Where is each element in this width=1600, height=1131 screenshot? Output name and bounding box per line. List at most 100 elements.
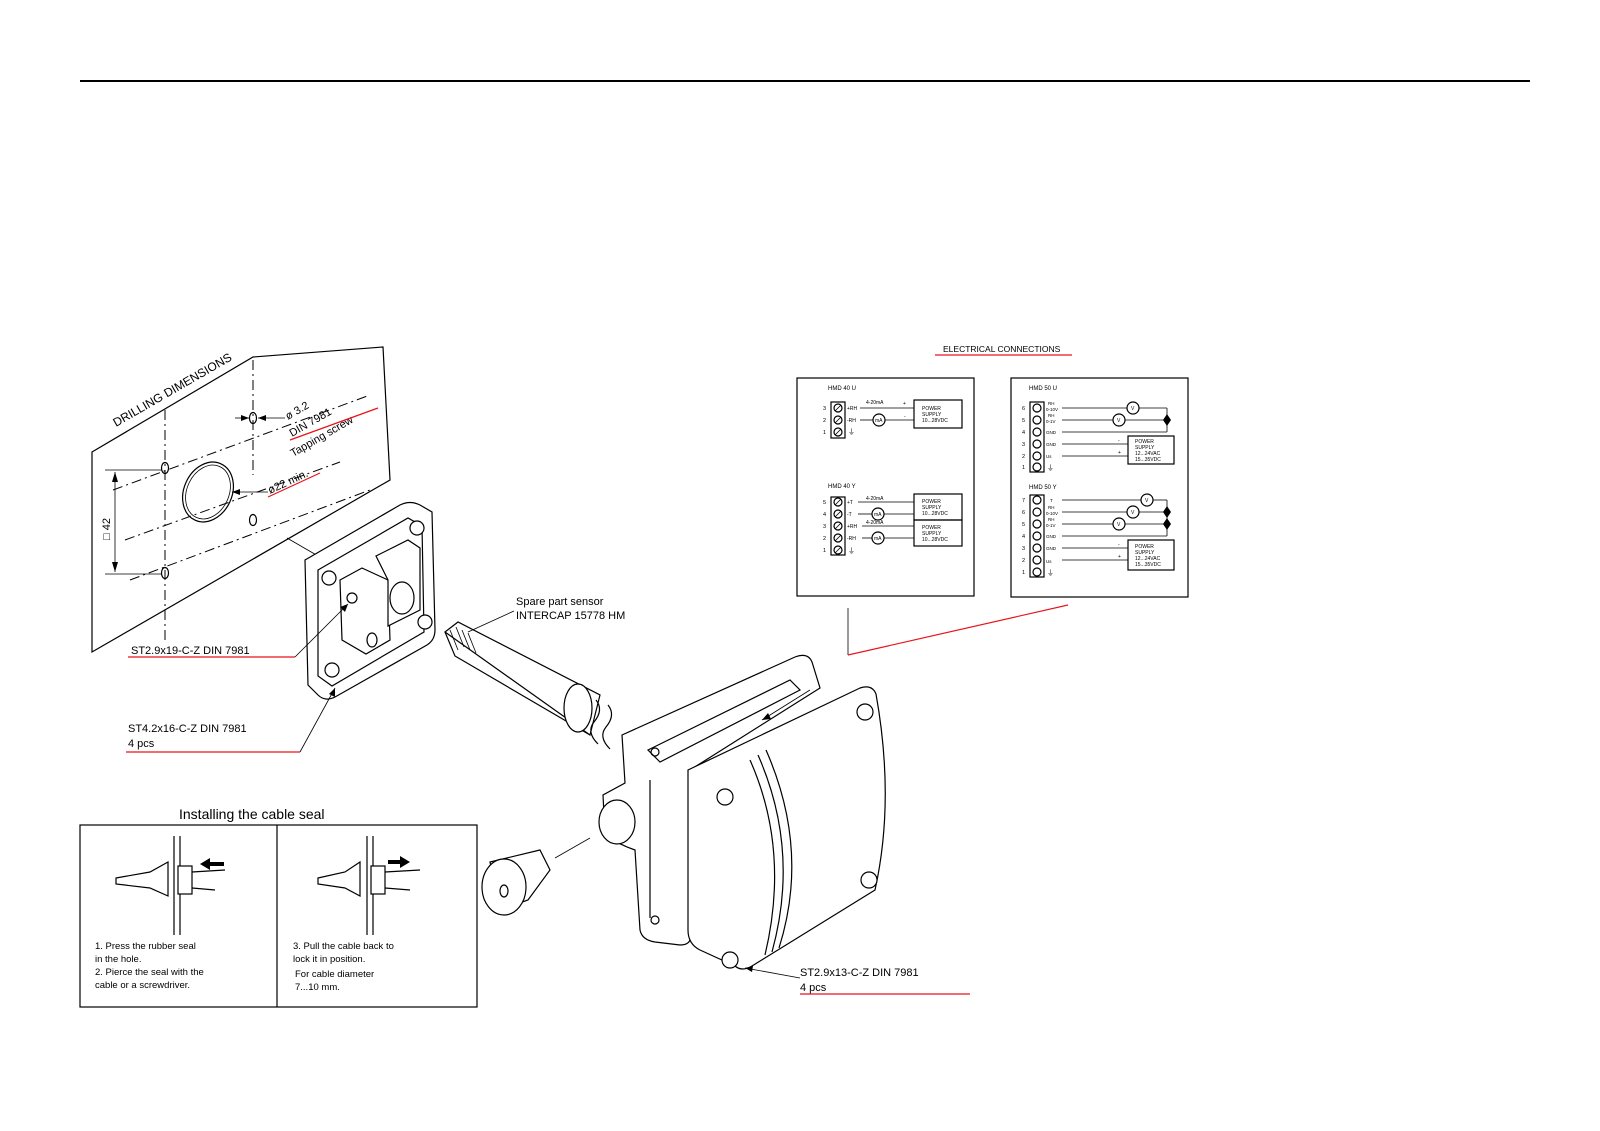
svg-text:HMD 50 Y: HMD 50 Y	[1029, 485, 1057, 491]
earth-icon: ⏚	[848, 428, 855, 436]
screw-mount-quantity: 4 pcs	[128, 738, 155, 750]
svg-text:HMD 40 Y: HMD 40 Y	[828, 484, 856, 490]
svg-text:POWER: POWER	[1135, 439, 1154, 445]
large-diameter-label: ø22 min.	[266, 468, 310, 497]
small-hole-icon	[160, 461, 170, 475]
svg-text:1. Press the rubber seal: 1. Press the rubber seal	[95, 941, 196, 952]
svg-text:0-10V: 0-10V	[1046, 511, 1058, 516]
screw-lid-label: ST2.9x13-C-Z DIN 7981	[800, 967, 919, 979]
svg-text:V: V	[1117, 418, 1121, 424]
svg-text:SUPPLY: SUPPLY	[922, 412, 942, 418]
svg-text:V: V	[1131, 510, 1135, 516]
earth-icon: ⏚	[1047, 569, 1054, 577]
screw-head-icon	[716, 788, 734, 806]
svg-text:4: 4	[1022, 430, 1025, 436]
screw-lid-quantity: 4 pcs	[800, 982, 827, 994]
svg-text:RH: RH	[1048, 505, 1055, 510]
svg-text:1: 1	[1022, 570, 1025, 576]
hmd50-wiring-panel	[1010, 377, 1189, 598]
svg-text:GND: GND	[1046, 546, 1057, 551]
mounting-plate	[286, 501, 436, 700]
arrow-right-icon	[388, 856, 410, 868]
cable-seal-instructions: Installing the cable seal 1. Press the r…	[79, 806, 478, 1008]
svg-text:0-10V: 0-10V	[1046, 407, 1058, 412]
mounting-screw-labels: ST2.9x19-C-Z DIN 7981 ST4.2x16-C-Z DIN 7…	[126, 603, 349, 753]
svg-text:+T: +T	[847, 500, 853, 506]
svg-text:10...28VDC: 10...28VDC	[922, 418, 948, 424]
svg-text:SUPPLY: SUPPLY	[1135, 550, 1155, 556]
svg-text:Us: Us	[1046, 559, 1052, 564]
svg-text:4: 4	[1022, 534, 1025, 540]
svg-text:V: V	[1145, 498, 1149, 504]
svg-text:RH: RH	[1048, 517, 1055, 522]
svg-text:+RH: +RH	[847, 524, 858, 530]
svg-text:For cable diameter: For cable diameter	[295, 969, 374, 980]
svg-text:SUPPLY: SUPPLY	[922, 531, 942, 537]
hmd40-wiring-panel	[796, 377, 975, 597]
svg-text:5: 5	[1022, 418, 1025, 424]
svg-text:4-20mA: 4-20mA	[866, 520, 884, 526]
screw-head-icon	[409, 520, 425, 536]
svg-text:HMD 50 U: HMD 50 U	[1029, 386, 1057, 392]
svg-text:POWER: POWER	[1135, 544, 1154, 550]
svg-text:SUPPLY: SUPPLY	[1135, 445, 1155, 451]
spare-part-label-2: INTERCAP 15778 HM	[516, 610, 625, 622]
screw-small-label: ST2.9x19-C-Z DIN 7981	[131, 645, 250, 657]
small-hole-icon	[248, 513, 258, 527]
screw-head-icon	[321, 570, 337, 586]
svg-text:3: 3	[1022, 442, 1025, 448]
svg-text:Us: Us	[1046, 454, 1052, 459]
svg-text:mA: mA	[874, 536, 882, 542]
svg-text:10...28VDC: 10...28VDC	[922, 511, 948, 517]
screw-mount-label: ST4.2x16-C-Z DIN 7981	[128, 723, 247, 735]
cable-seal-part	[481, 849, 551, 916]
spare-part-label-1: Spare part sensor	[516, 596, 604, 608]
transmitter-housing: ST2.9x13-C-Z DIN 7981 4 pcs	[554, 654, 970, 995]
svg-text:-: -	[1118, 542, 1120, 548]
cable-seal-title: Installing the cable seal	[179, 806, 325, 822]
screw-head-icon	[346, 592, 358, 604]
svg-text:SUPPLY: SUPPLY	[922, 505, 942, 511]
svg-text:-RH: -RH	[847, 536, 856, 542]
svg-text:1: 1	[1022, 465, 1025, 471]
screw-head-icon	[417, 614, 433, 630]
screw-head-icon	[856, 703, 874, 721]
svg-text:6: 6	[1022, 510, 1025, 516]
svg-text:2: 2	[823, 536, 826, 542]
svg-text:7...10 mm.: 7...10 mm.	[295, 982, 340, 993]
svg-text:GND: GND	[1046, 442, 1057, 447]
svg-text:+RH: +RH	[847, 406, 858, 412]
drilling-title: DRILLING DIMENSIONS	[111, 350, 235, 429]
hmd40y-diagram: HMD 40 Y 5 4 3 2 1 +T -T +RH -RH ⏚ mA mA…	[823, 484, 963, 556]
svg-text:3: 3	[823, 406, 826, 412]
svg-text:0-1V: 0-1V	[1046, 419, 1056, 424]
hmd50y-diagram: HMD 50 Y 7 6 5 4 3 2 1 T RH 0-10V RH 0-1…	[1022, 485, 1175, 578]
svg-text:1: 1	[823, 430, 826, 436]
svg-text:GND: GND	[1046, 534, 1057, 539]
svg-text:mA: mA	[875, 418, 883, 424]
svg-text:-RH: -RH	[847, 418, 856, 424]
svg-text:-: -	[904, 414, 906, 420]
svg-text:RH: RH	[1048, 413, 1055, 418]
svg-text:4-20mA: 4-20mA	[866, 496, 884, 502]
svg-text:2: 2	[1022, 454, 1025, 460]
svg-text:HMD 40 U: HMD 40 U	[828, 386, 856, 392]
screw-head-icon	[860, 871, 878, 889]
svg-text:RH: RH	[1048, 401, 1055, 406]
svg-text:+: +	[903, 401, 906, 407]
svg-text:12...24VAC: 12...24VAC	[1135, 451, 1161, 457]
svg-text:+: +	[1118, 554, 1121, 560]
svg-text:POWER: POWER	[922, 525, 941, 531]
svg-text:2. Pierce the seal with the: 2. Pierce the seal with the	[95, 967, 204, 978]
svg-text:POWER: POWER	[922, 406, 941, 412]
earth-icon: ⏚	[1047, 464, 1054, 472]
svg-text:POWER: POWER	[922, 499, 941, 505]
svg-text:5: 5	[823, 500, 826, 506]
svg-text:mA: mA	[874, 512, 882, 518]
svg-text:15...35VDC: 15...35VDC	[1135, 562, 1161, 568]
hmd50u-diagram: HMD 50 U 6 5 4 3 2 1 RH 0-10V RH 0-1V GN…	[1022, 386, 1175, 473]
svg-text:3: 3	[823, 524, 826, 530]
svg-text:6: 6	[1022, 406, 1025, 412]
svg-text:-: -	[1118, 438, 1120, 444]
